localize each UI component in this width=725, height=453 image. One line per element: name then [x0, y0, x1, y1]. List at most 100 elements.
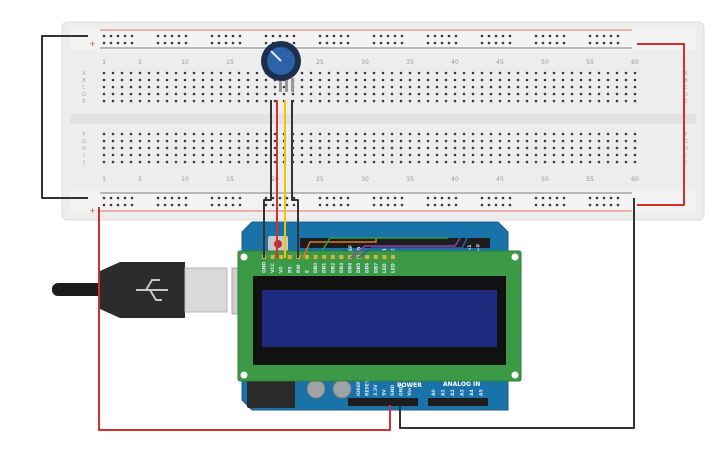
lcd-pin[interactable]	[305, 255, 309, 259]
breadboard-hole[interactable]	[147, 99, 151, 103]
breadboard-hole[interactable]	[255, 78, 259, 82]
lcd-pin[interactable]	[270, 255, 275, 259]
breadboard-hole[interactable]	[399, 78, 403, 82]
breadboard-hole[interactable]	[579, 146, 583, 150]
breadboard-hole[interactable]	[285, 196, 289, 200]
lcd-pin[interactable]	[339, 255, 344, 259]
breadboard-hole[interactable]	[417, 92, 421, 96]
breadboard-hole[interactable]	[480, 41, 484, 45]
breadboard-hole[interactable]	[183, 71, 187, 75]
breadboard-hole[interactable]	[588, 78, 592, 82]
breadboard-hole[interactable]	[165, 78, 169, 82]
breadboard-hole[interactable]	[210, 153, 214, 157]
breadboard-hole[interactable]	[174, 153, 178, 157]
breadboard-hole[interactable]	[273, 132, 277, 136]
breadboard-hole[interactable]	[570, 153, 574, 157]
breadboard-hole[interactable]	[237, 85, 241, 89]
breadboard-hole[interactable]	[336, 146, 340, 150]
breadboard-hole[interactable]	[516, 132, 520, 136]
breadboard-hole[interactable]	[192, 92, 196, 96]
breadboard-hole[interactable]	[336, 160, 340, 164]
breadboard-hole[interactable]	[597, 132, 601, 136]
breadboard-hole[interactable]	[130, 41, 134, 45]
breadboard-hole[interactable]	[381, 92, 385, 96]
breadboard-hole[interactable]	[561, 99, 565, 103]
breadboard-hole[interactable]	[408, 160, 412, 164]
breadboard-hole[interactable]	[219, 78, 223, 82]
breadboard-hole[interactable]	[345, 85, 349, 89]
breadboard-hole[interactable]	[390, 71, 394, 75]
breadboard-hole[interactable]	[264, 146, 268, 150]
breadboard-hole[interactable]	[372, 139, 376, 143]
breadboard-hole[interactable]	[246, 78, 250, 82]
breadboard-hole[interactable]	[372, 203, 376, 207]
breadboard-hole[interactable]	[300, 99, 304, 103]
breadboard-hole[interactable]	[291, 92, 295, 96]
breadboard-hole[interactable]	[379, 196, 383, 200]
breadboard-hole[interactable]	[318, 146, 322, 150]
breadboard-hole[interactable]	[332, 196, 336, 200]
breadboard-hole[interactable]	[273, 153, 277, 157]
breadboard-hole[interactable]	[386, 203, 390, 207]
breadboard-hole[interactable]	[633, 99, 637, 103]
breadboard-hole[interactable]	[372, 153, 376, 157]
lcd-pin[interactable]	[348, 255, 352, 259]
breadboard-hole[interactable]	[246, 85, 250, 89]
breadboard-hole[interactable]	[561, 92, 565, 96]
breadboard-hole[interactable]	[372, 34, 376, 38]
breadboard-hole[interactable]	[219, 92, 223, 96]
breadboard-hole[interactable]	[201, 153, 205, 157]
breadboard-hole[interactable]	[129, 153, 133, 157]
breadboard-hole[interactable]	[372, 92, 376, 96]
breadboard-hole[interactable]	[174, 92, 178, 96]
breadboard-hole[interactable]	[602, 34, 606, 38]
breadboard-hole[interactable]	[543, 132, 547, 136]
breadboard-hole[interactable]	[246, 71, 250, 75]
breadboard-hole[interactable]	[501, 203, 505, 207]
breadboard-hole[interactable]	[300, 85, 304, 89]
breadboard-hole[interactable]	[264, 85, 268, 89]
breadboard-hole[interactable]	[399, 160, 403, 164]
breadboard-hole[interactable]	[224, 41, 228, 45]
breadboard-hole[interactable]	[116, 196, 120, 200]
breadboard-hole[interactable]	[165, 153, 169, 157]
breadboard-hole[interactable]	[300, 160, 304, 164]
breadboard-hole[interactable]	[336, 71, 340, 75]
breadboard-hole[interactable]	[624, 85, 628, 89]
breadboard-hole[interactable]	[417, 78, 421, 82]
breadboard-hole[interactable]	[507, 160, 511, 164]
breadboard-hole[interactable]	[444, 139, 448, 143]
breadboard-hole[interactable]	[336, 78, 340, 82]
breadboard-hole[interactable]	[327, 78, 331, 82]
breadboard-hole[interactable]	[217, 203, 221, 207]
breadboard-hole[interactable]	[282, 92, 286, 96]
breadboard-hole[interactable]	[606, 146, 610, 150]
breadboard-hole[interactable]	[552, 146, 556, 150]
breadboard-hole[interactable]	[238, 34, 242, 38]
breadboard-hole[interactable]	[111, 85, 115, 89]
breadboard-hole[interactable]	[507, 85, 511, 89]
breadboard-hole[interactable]	[156, 78, 160, 82]
breadboard-hole[interactable]	[372, 78, 376, 82]
breadboard-hole[interactable]	[588, 132, 592, 136]
breadboard-hole[interactable]	[624, 160, 628, 164]
breadboard-hole[interactable]	[516, 85, 520, 89]
breadboard-hole[interactable]	[480, 132, 484, 136]
breadboard-hole[interactable]	[606, 92, 610, 96]
breadboard-hole[interactable]	[210, 92, 214, 96]
breadboard-hole[interactable]	[435, 139, 439, 143]
breadboard-hole[interactable]	[633, 153, 637, 157]
breadboard-hole[interactable]	[111, 146, 115, 150]
breadboard-hole[interactable]	[120, 85, 124, 89]
breadboard-hole[interactable]	[354, 139, 358, 143]
breadboard-hole[interactable]	[224, 196, 228, 200]
breadboard-hole[interactable]	[138, 71, 142, 75]
breadboard-hole[interactable]	[624, 132, 628, 136]
breadboard-hole[interactable]	[332, 203, 336, 207]
breadboard-hole[interactable]	[231, 34, 235, 38]
breadboard-hole[interactable]	[570, 146, 574, 150]
breadboard-hole[interactable]	[318, 34, 322, 38]
breadboard-hole[interactable]	[210, 34, 214, 38]
breadboard-hole[interactable]	[300, 132, 304, 136]
breadboard-hole[interactable]	[386, 41, 390, 45]
